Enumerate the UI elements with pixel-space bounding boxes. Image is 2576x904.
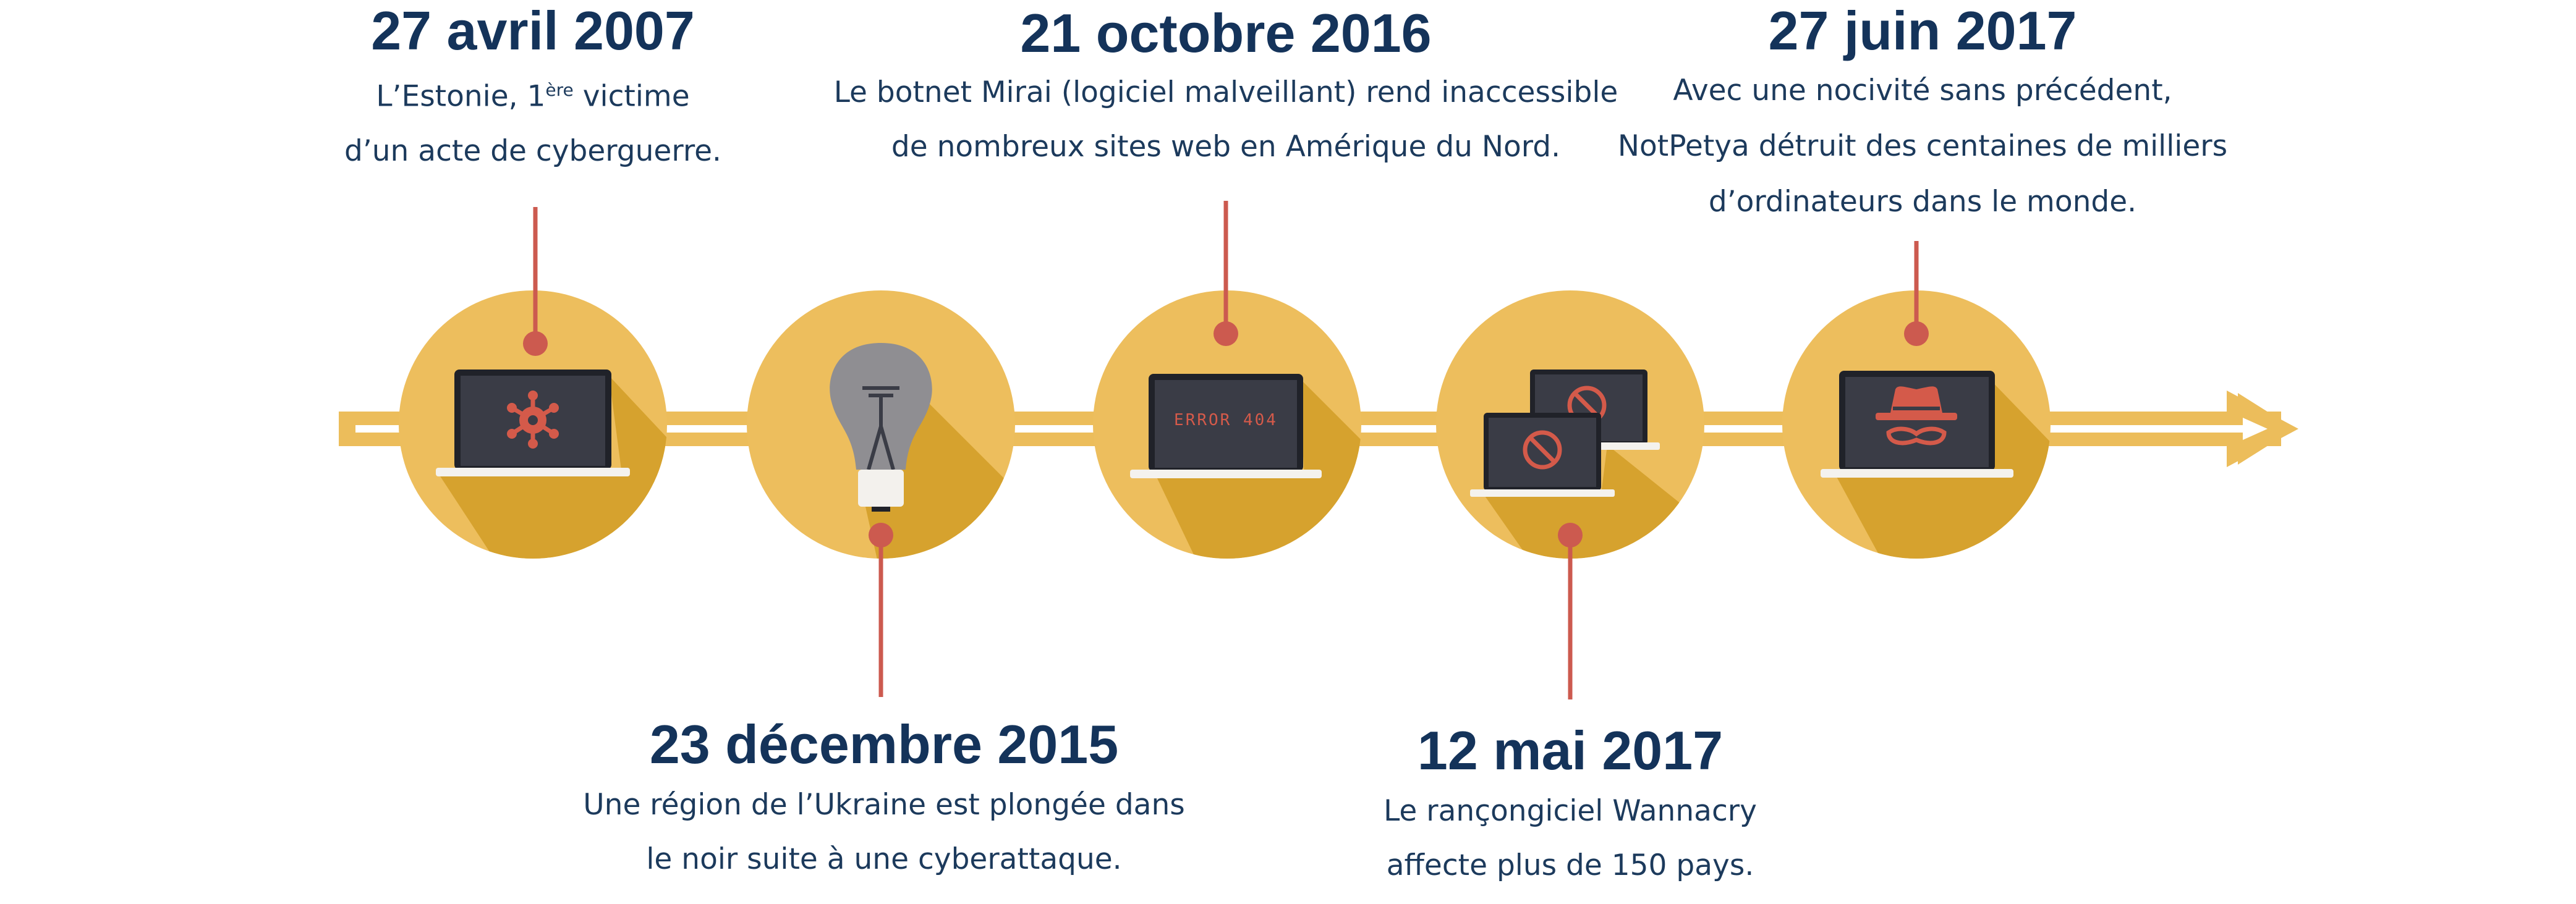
event-date: 21 octobre 2016 (1020, 2, 1432, 64)
timeline-pins (523, 201, 1929, 699)
virus-laptop-icon (436, 370, 630, 476)
event-description-line: le noir suite à une cyberattaque. (646, 842, 1122, 876)
timeline-node-2 (747, 290, 1015, 559)
event-description: Une région de l’Ukraine est plongée dans… (556, 778, 1212, 887)
timeline-node-3: ERROR 404 (1093, 290, 1361, 559)
event-description-line: Le rançongiciel Wannacry (1384, 794, 1757, 828)
event-description: Le rançongiciel Wannacry affecte plus de… (1335, 784, 1805, 893)
event-description-line: victime (573, 79, 690, 114)
event-date: 23 décembre 2015 (649, 714, 1119, 775)
event-description: Le botnet Mirai (logiciel malveillant) r… (793, 65, 1659, 174)
event-description-line: de nombreux sites web en Amérique du Nor… (891, 130, 1561, 164)
event-description-line: Une région de l’Ukraine est plongée dans (583, 788, 1185, 822)
event-2007-04-27: 27 avril 2007 L’Estonie, 1ère victime d’… (317, 0, 749, 179)
ordinal-suffix: ère (545, 80, 574, 100)
hacker-laptop-icon (1821, 371, 2013, 478)
event-2017-06-27: 27 juin 2017 Avec une nocivité sans préc… (1595, 0, 2250, 230)
event-description: L’Estonie, 1ère victime d’un acte de cyb… (317, 63, 749, 179)
event-description-line: affecte plus de 150 pays. (1386, 848, 1754, 882)
event-description: Avec une nocivité sans précédent, NotPet… (1595, 63, 2250, 230)
lightbulb-icon (830, 343, 932, 512)
event-date: 27 avril 2007 (371, 0, 695, 61)
event-description-line: L’Estonie, 1 (376, 79, 546, 114)
error-404-label: ERROR 404 (1174, 411, 1278, 429)
error-404-laptop-icon: ERROR 404 (1130, 374, 1322, 478)
timeline-node-4 (1436, 290, 1704, 559)
timeline-node-5 (1782, 290, 2051, 559)
blocked-laptops-icon (1470, 370, 1660, 497)
event-date: 27 juin 2017 (1768, 0, 2077, 61)
event-description-line: Avec une nocivité sans précédent, (1673, 74, 2172, 108)
event-description-line: d’un acte de cyberguerre. (344, 133, 721, 168)
event-2015-12-23: 23 décembre 2015 Une région de l’Ukraine… (556, 714, 1212, 887)
event-description-line: Le botnet Mirai (logiciel malveillant) r… (833, 75, 1618, 109)
event-2017-05-12: 12 mai 2017 Le rançongiciel Wannacry aff… (1335, 720, 1805, 893)
event-description-line: d’ordinateurs dans le monde. (1708, 185, 2137, 219)
event-date: 12 mai 2017 (1417, 720, 1724, 781)
event-description-line: NotPetya détruit des centaines de millie… (1617, 129, 2228, 163)
event-2016-10-21: 21 octobre 2016 Le botnet Mirai (logicie… (793, 2, 1659, 174)
